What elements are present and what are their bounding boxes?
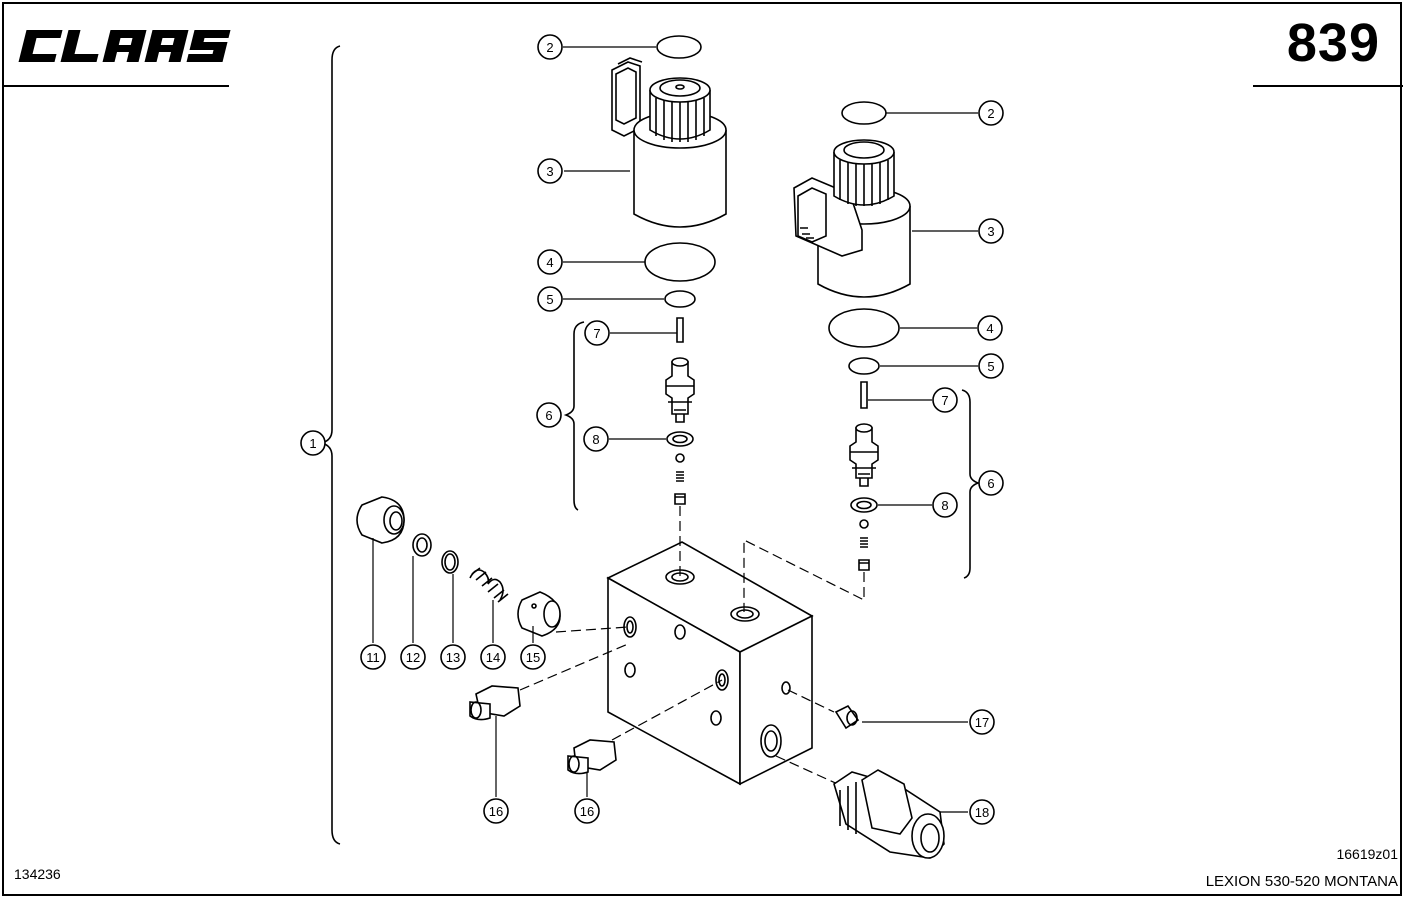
callout-label: 2 xyxy=(546,40,553,55)
callout-6-right: 6 xyxy=(978,470,1004,496)
callout-17: 17 xyxy=(969,709,995,735)
bracket-6-right xyxy=(961,389,981,579)
callout-4-left: 4 xyxy=(537,249,563,275)
callout-4-right: 4 xyxy=(977,315,1003,341)
callout-label: 14 xyxy=(486,650,500,665)
callout-label: 4 xyxy=(546,255,553,270)
page-number: 839 xyxy=(1286,13,1380,73)
callout-13: 13 xyxy=(440,644,466,670)
callout-label: 5 xyxy=(987,359,994,374)
callout-label: 8 xyxy=(592,432,599,447)
callout-label: 6 xyxy=(545,408,552,423)
spring-14 xyxy=(469,567,509,603)
callout-label: 18 xyxy=(975,805,989,820)
callout-8-right: 8 xyxy=(932,492,958,518)
o-ring-2-left xyxy=(656,35,702,59)
header-rule-left xyxy=(4,85,229,87)
solenoid-coil-left xyxy=(611,57,727,228)
document-number: 134236 xyxy=(14,866,61,882)
washer-12 xyxy=(412,533,432,557)
o-ring-5-left xyxy=(664,290,696,308)
callout-label: 12 xyxy=(406,650,420,665)
callout-16-left: 16 xyxy=(483,798,509,824)
callout-label: 8 xyxy=(941,498,948,513)
callout-2-right: 2 xyxy=(978,100,1004,126)
callout-label: 11 xyxy=(366,650,380,665)
callout-11: 11 xyxy=(360,644,386,670)
header-rule-right xyxy=(1253,85,1403,87)
callout-label: 16 xyxy=(489,804,503,819)
callout-label: 13 xyxy=(446,650,460,665)
fitting-16-right xyxy=(567,739,617,775)
callout-15: 15 xyxy=(520,644,546,670)
callout-label: 16 xyxy=(580,804,594,819)
callout-2-left: 2 xyxy=(537,34,563,60)
solenoid-coil-right xyxy=(793,139,911,298)
callout-3-right: 3 xyxy=(978,218,1004,244)
callout-12: 12 xyxy=(400,644,426,670)
o-ring-5-right xyxy=(848,357,880,375)
plug-17 xyxy=(834,704,860,730)
callout-label: 1 xyxy=(309,436,316,451)
callout-label: 7 xyxy=(941,393,948,408)
callout-label: 5 xyxy=(546,292,553,307)
model-name: LEXION 530-520 MONTANA xyxy=(1205,873,1398,890)
claas-logo xyxy=(18,30,231,62)
valve-cartridge-right xyxy=(849,381,879,487)
callout-7-right: 7 xyxy=(932,387,958,413)
callout-8-left: 8 xyxy=(583,426,609,452)
drawing-code: 16619z01 xyxy=(1336,846,1398,862)
o-ring-13 xyxy=(441,550,459,574)
callout-1: 1 xyxy=(300,430,326,456)
callout-7-left: 7 xyxy=(584,320,610,346)
valve-piston-15 xyxy=(517,591,561,637)
valve-cartridge-left xyxy=(665,317,695,423)
callout-label: 7 xyxy=(593,326,600,341)
plug-11 xyxy=(356,496,405,544)
valve-block xyxy=(606,541,814,786)
callout-6-left: 6 xyxy=(536,402,562,428)
callout-label: 3 xyxy=(546,164,553,179)
o-ring-4-right xyxy=(828,308,900,348)
callout-16-right: 16 xyxy=(574,798,600,824)
callout-5-left: 5 xyxy=(537,286,563,312)
callout-label: 17 xyxy=(975,715,989,730)
o-ring-2-right xyxy=(841,101,887,125)
callout-label: 3 xyxy=(987,224,994,239)
callout-label: 4 xyxy=(986,321,993,336)
callout-label: 2 xyxy=(987,106,994,121)
callout-14: 14 xyxy=(480,644,506,670)
sealing-ring-8-left xyxy=(666,431,694,447)
o-ring-4-left xyxy=(644,242,716,282)
callout-label: 6 xyxy=(987,476,994,491)
fitting-18 xyxy=(833,769,945,859)
sealing-ring-8-right xyxy=(850,497,878,513)
callout-18: 18 xyxy=(969,799,995,825)
callout-label: 15 xyxy=(526,650,540,665)
callout-3-left: 3 xyxy=(537,158,563,184)
bracket-6-left xyxy=(563,321,585,511)
callout-5-right: 5 xyxy=(978,353,1004,379)
fitting-16-left xyxy=(469,685,521,721)
